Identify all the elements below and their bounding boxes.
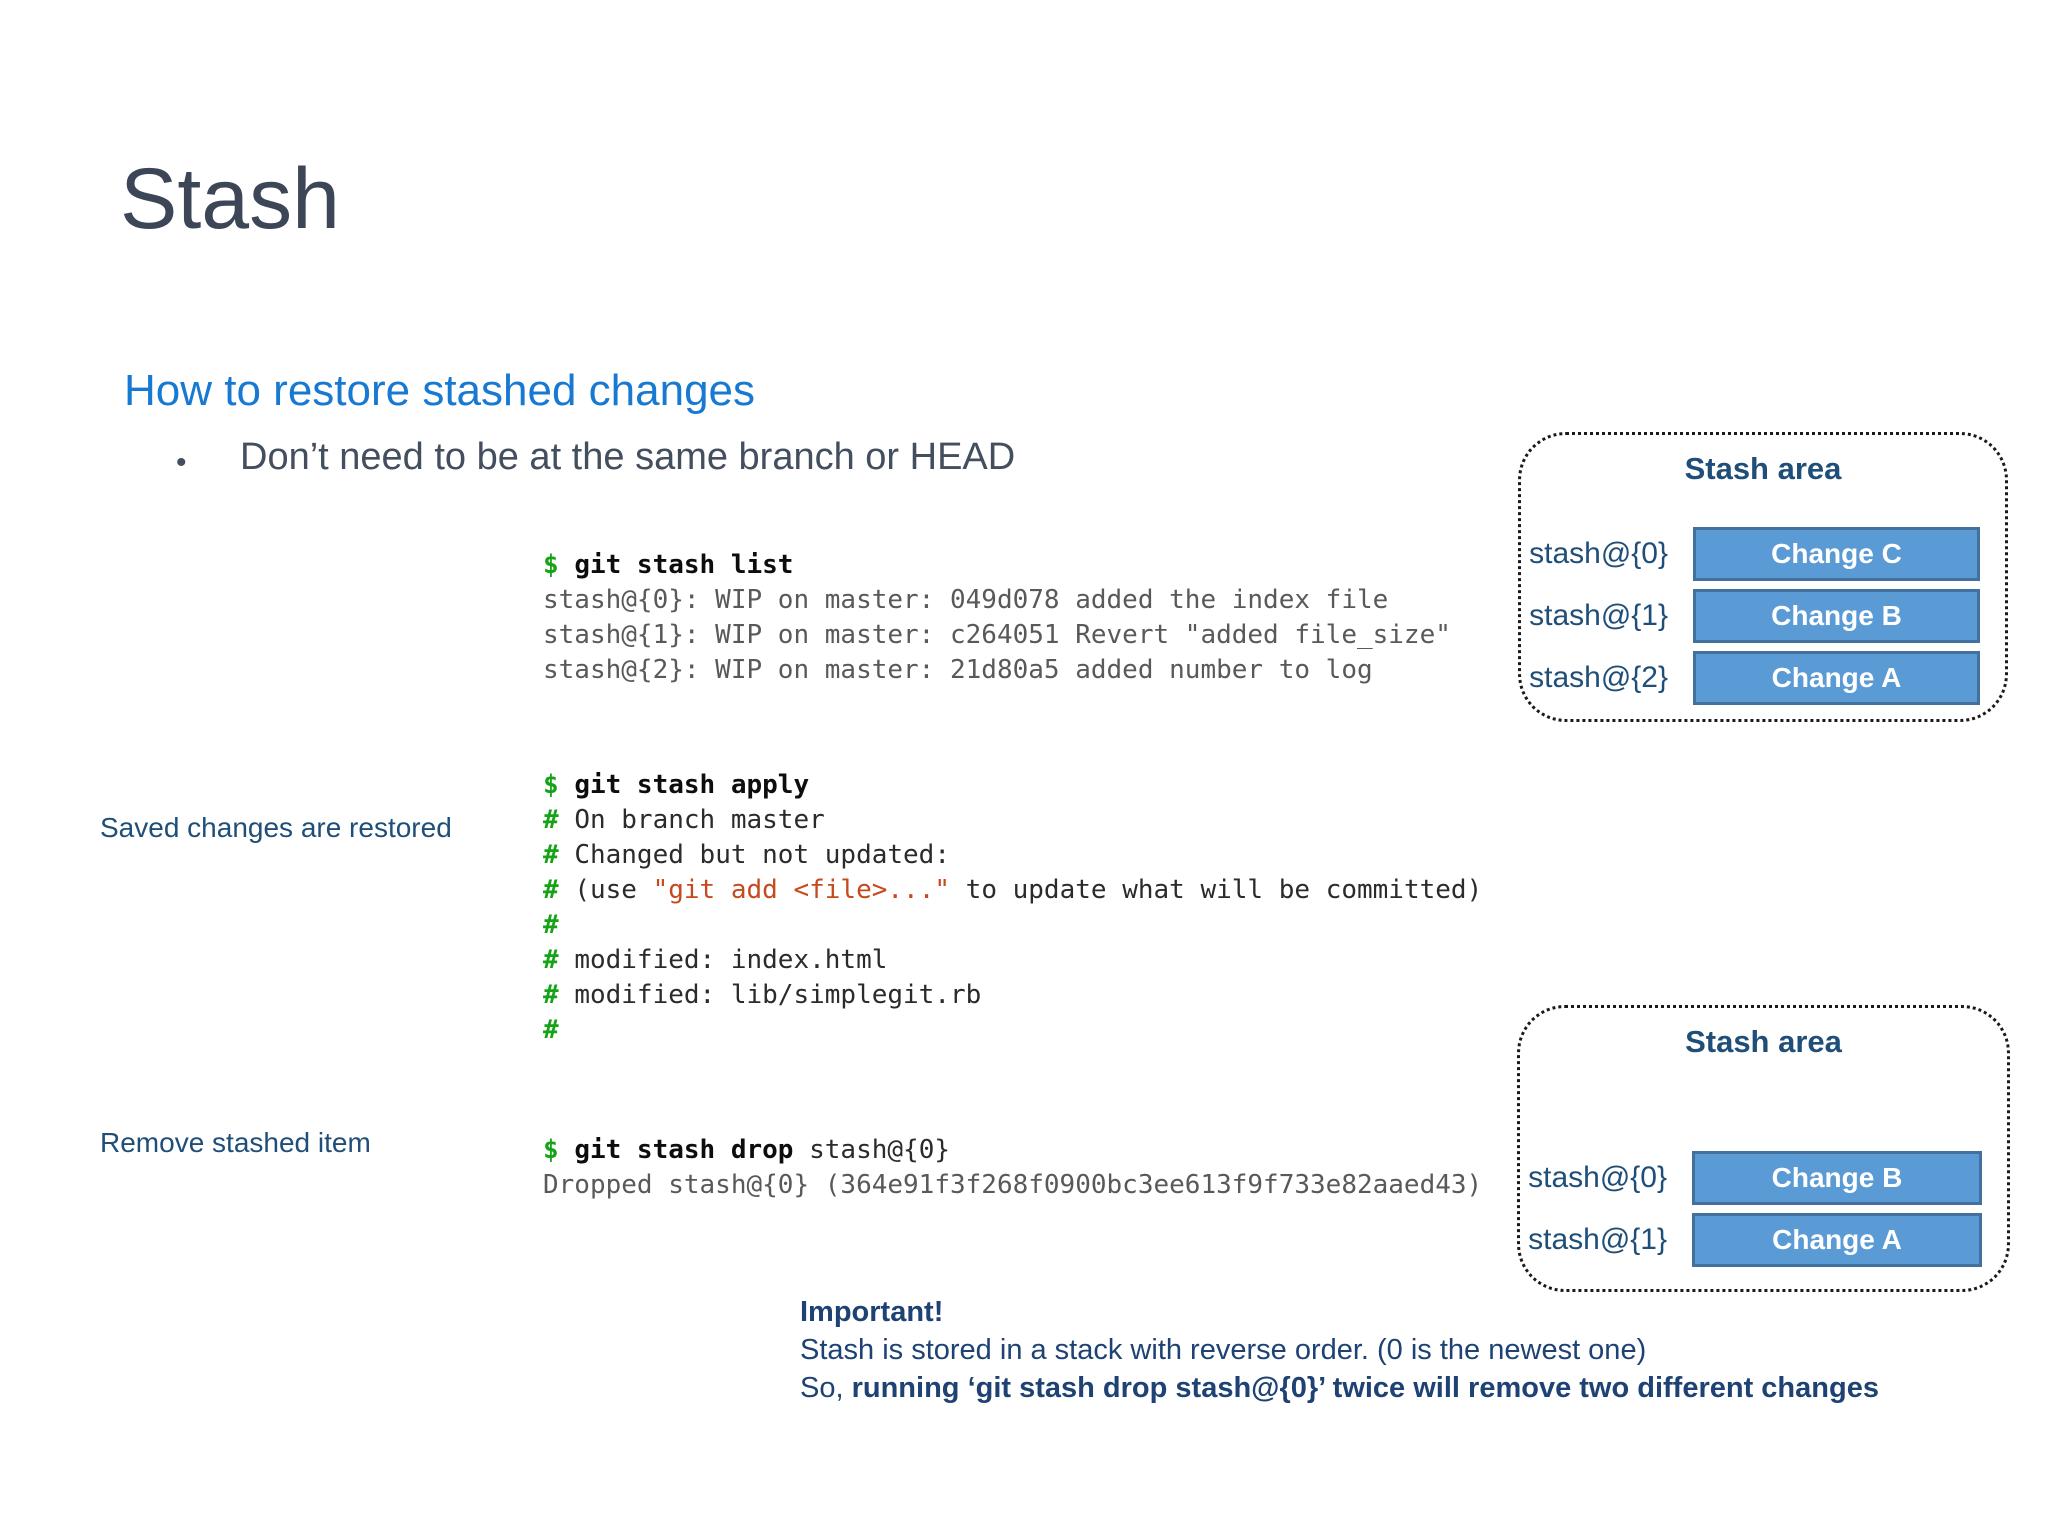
label-remove-stashed-item: Remove stashed item xyxy=(100,1127,371,1158)
code-line: $ git stash drop stash@{0} xyxy=(543,1135,951,1165)
stash-index-label: stash@{0} xyxy=(1528,1161,1667,1194)
page-title: Stash xyxy=(120,151,340,247)
code-block-git-stash-apply: $ git stash apply # On branch master # Cha… xyxy=(543,768,1482,1048)
change-chip: Change A xyxy=(1692,1213,1982,1267)
code-line: # modified: index.html xyxy=(543,945,888,975)
stash-index-label: stash@{1} xyxy=(1529,599,1668,632)
stash-area-diagram-before: Stash area stash@{0} Change C stash@{1} Cha… xyxy=(1518,432,2008,722)
code-line: stash@{1}: WIP on master: c264051 Revert… xyxy=(543,620,1451,650)
stash-area-diagram-after: Stash area stash@{0} Change B stash@{1} Cha… xyxy=(1517,1005,2010,1292)
label-saved-changes-restored: Saved changes are restored xyxy=(100,812,452,843)
code-block-git-stash-drop: $ git stash drop stash@{0} Dropped stash@… xyxy=(543,1133,1482,1203)
change-chip: Change A xyxy=(1693,651,1980,705)
important-line-1: Stash is stored in a stack with reverse … xyxy=(800,1334,1647,1366)
code-line: # Changed but not updated: xyxy=(543,840,950,870)
code-line: $ git stash list xyxy=(543,550,794,580)
stash-index-label: stash@{1} xyxy=(1528,1223,1667,1256)
change-chip: Change C xyxy=(1693,527,1980,581)
change-chip: Change B xyxy=(1693,589,1980,643)
stash-row: stash@{1} Change A xyxy=(1520,1213,1982,1267)
stash-index-label: stash@{0} xyxy=(1529,537,1668,570)
code-block-git-stash-list: $ git stash list stash@{0}: WIP on master… xyxy=(543,548,1451,688)
bullet-text: Don’t need to be at the same branch or H… xyxy=(240,436,1016,478)
important-line-2: So, running ‘git stash drop stash@{0}’ t… xyxy=(800,1372,1879,1404)
code-line: # (use "git add <file>..." to update wha… xyxy=(543,875,1483,905)
change-chip: Change B xyxy=(1692,1151,1982,1205)
stash-rows: stash@{0} Change B stash@{1} Change A xyxy=(1520,1151,1982,1267)
stash-index-label: stash@{2} xyxy=(1529,661,1668,694)
code-line: stash@{2}: WIP on master: 21d80a5 added … xyxy=(543,655,1373,685)
stash-area-title: Stash area xyxy=(1685,1024,1842,1059)
code-line: # xyxy=(543,1015,559,1045)
stash-row: stash@{0} Change B xyxy=(1520,1151,1982,1205)
stash-row: stash@{0} Change C xyxy=(1521,527,1980,581)
code-line: # xyxy=(543,910,559,940)
stash-row: stash@{2} Change A xyxy=(1521,651,1980,705)
code-line: Dropped stash@{0} (364e91f3f268f0900bc3e… xyxy=(543,1170,1483,1200)
code-line: $ git stash apply xyxy=(543,770,810,800)
bullet-marker: • xyxy=(176,446,187,479)
stash-row: stash@{1} Change B xyxy=(1521,589,1980,643)
code-line: # On branch master xyxy=(543,805,825,835)
important-title: Important! xyxy=(800,1296,944,1328)
important-note: Important! Stash is stored in a stack wi… xyxy=(800,1293,1879,1407)
stash-area-title: Stash area xyxy=(1684,451,1842,486)
section-heading: How to restore stashed changes xyxy=(124,366,756,415)
code-line: # modified: lib/simplegit.rb xyxy=(543,980,982,1010)
code-line: stash@{0}: WIP on master: 049d078 added … xyxy=(543,585,1389,615)
